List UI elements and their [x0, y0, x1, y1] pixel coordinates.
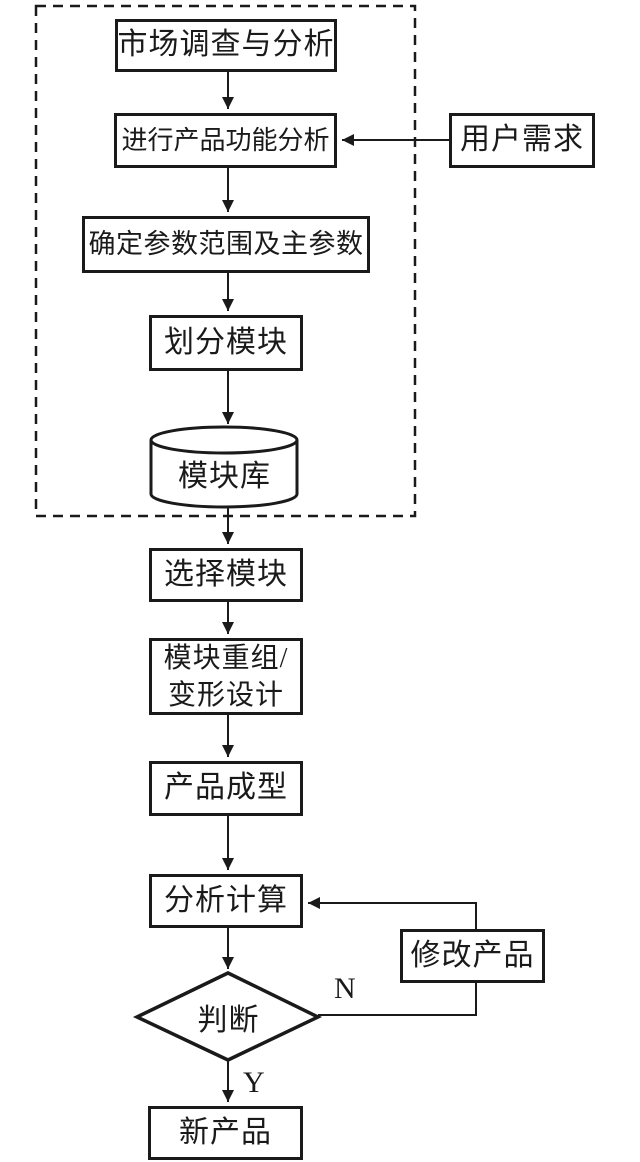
- node-select-modules: 选择模块: [149, 548, 303, 602]
- node-product-forming: 产品成型: [149, 761, 303, 816]
- node-user-demand: 用户需求: [449, 113, 595, 168]
- node-modify-product: 修改产品: [400, 929, 545, 983]
- recombination-line-2: 变形设计: [167, 679, 284, 711]
- feedback-line-judge-to-modify: [318, 983, 477, 1016]
- node-divide-modules: 划分模块: [149, 315, 303, 371]
- node-analysis-calculation: 分析计算: [149, 874, 303, 928]
- node-module-recombination: 模块重组/ 变形设计: [149, 638, 303, 715]
- branch-label-yes: Y: [243, 1066, 265, 1099]
- node-module-recombination-text: 模块重组/ 变形设计: [164, 640, 289, 714]
- feedback-line-modify-to-analysis: [308, 897, 477, 929]
- module-library-cylinder-top: [149, 425, 299, 455]
- node-function-analysis: 进行产品功能分析: [114, 113, 337, 168]
- node-new-product: 新产品: [148, 1106, 303, 1160]
- node-parameter-range: 确定参数范围及主参数: [82, 216, 370, 273]
- node-market-survey: 市场调查与分析: [115, 19, 337, 72]
- recombination-line-1: 模块重组/: [163, 642, 289, 674]
- branch-label-no: N: [334, 972, 356, 1005]
- node-module-library-label: 模块库: [178, 460, 271, 493]
- node-judge-label: 判断: [197, 1004, 260, 1037]
- decision-diamond: [132, 971, 323, 1062]
- module-library-cylinder-body: [149, 440, 299, 509]
- dashed-boundary: [34, 4, 417, 518]
